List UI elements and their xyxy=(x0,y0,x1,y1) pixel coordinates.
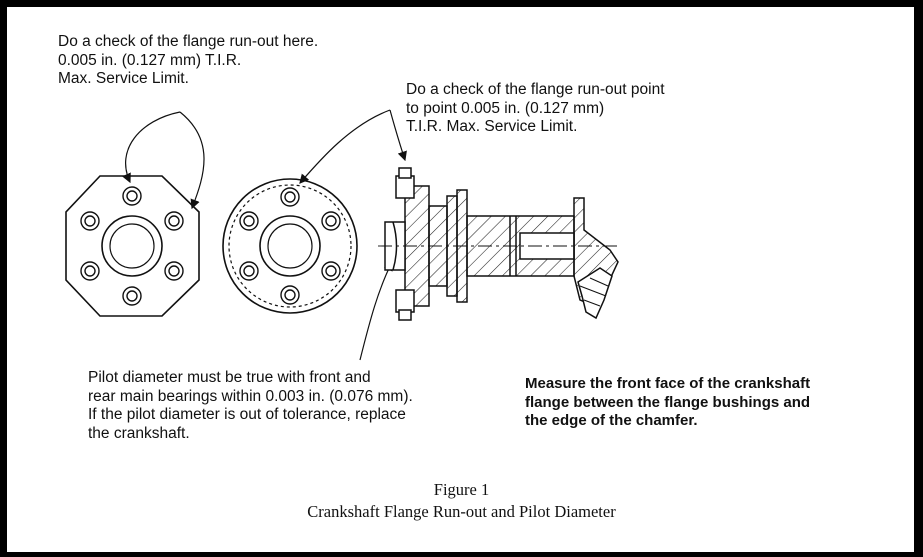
note-check-point: Do a check of the flange run-out point t… xyxy=(406,81,665,137)
flange-dashed-circle xyxy=(228,184,352,308)
note-line: T.I.R. Max. Service Limit. xyxy=(406,118,578,135)
pilot-inner xyxy=(109,223,155,269)
pilot-outer-round xyxy=(259,215,321,277)
crankpin-broken xyxy=(577,267,613,320)
leader-line-pilot xyxy=(359,260,393,361)
note-line: rear main bearings within 0.003 in. (0.0… xyxy=(88,387,413,405)
note-pilot-diameter: Pilot diameter must be true with front a… xyxy=(88,369,413,443)
bushing-bottom xyxy=(395,289,415,313)
note-line: 0.005 in. (0.127 mm) T.I.R. xyxy=(58,51,242,69)
note-line: flange between the flange bushings and xyxy=(525,393,811,411)
round-flange-view xyxy=(222,178,358,314)
note-measure-front-face: Measure the front face of the crankshaft… xyxy=(525,375,810,431)
figure-title: Crankshaft Flange Run-out and Pilot Diam… xyxy=(307,502,616,521)
note-line: the edge of the chamfer. xyxy=(525,412,698,429)
note-line: If the pilot diameter is out of toleranc… xyxy=(88,406,406,423)
bolt-holes-round xyxy=(239,187,341,305)
note-line: Max. Service Limit. xyxy=(58,70,189,87)
leader-lines-check-here xyxy=(122,111,205,210)
flange-outline-hex xyxy=(65,175,200,317)
note-line: Measure the front face of the crankshaft xyxy=(525,375,811,392)
note-line: Do a check of the flange run-out point xyxy=(406,81,665,98)
note-line: to point 0.005 in. (0.127 mm) xyxy=(406,99,605,117)
leader-lines-check-point xyxy=(299,109,407,184)
bolt-holes xyxy=(80,186,184,306)
crankshaft-section-view xyxy=(378,167,620,321)
bushing-top-head xyxy=(398,167,412,179)
note-line: Pilot diameter must be true with front a… xyxy=(88,369,371,386)
note-line: Do a check of the flange run-out here. xyxy=(58,33,319,50)
figure-number: Figure 1 xyxy=(433,480,490,499)
pilot-inner-round xyxy=(267,223,313,269)
note-line: the crankshaft. xyxy=(88,424,190,442)
note-check-here: Do a check of the flange run-out here. 0… xyxy=(58,33,318,89)
flange-outer-circle xyxy=(222,178,358,314)
bushing-top xyxy=(395,175,415,199)
pilot-outer xyxy=(101,215,163,277)
octagonal-flange-view xyxy=(65,175,200,317)
bushing-bottom-head xyxy=(398,309,412,321)
